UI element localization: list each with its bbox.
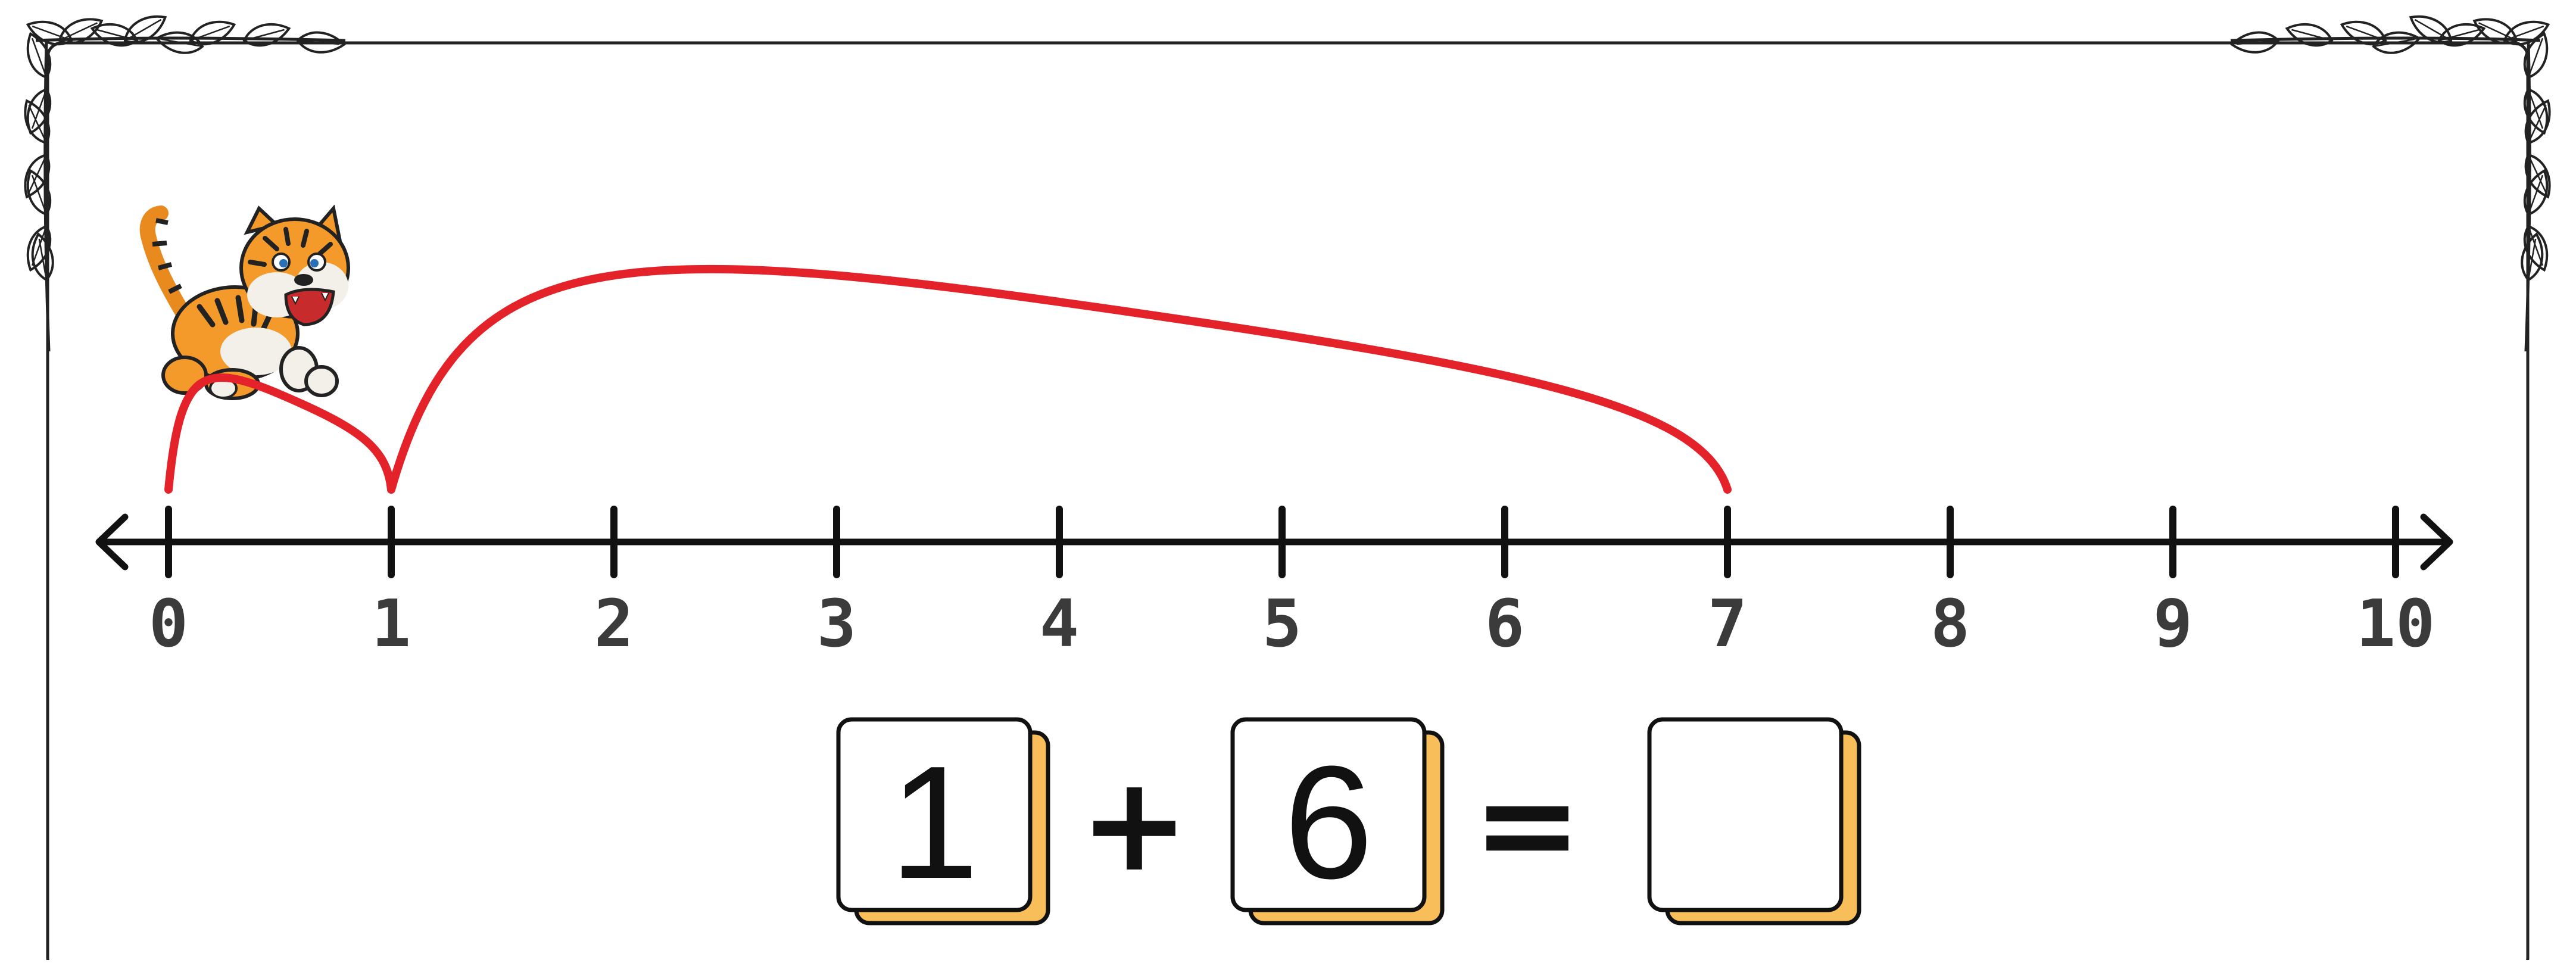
tick-label: 9 — [2153, 585, 2193, 662]
answer-box[interactable] — [1647, 717, 1861, 925]
addend-2-box[interactable]: 6 — [1230, 717, 1445, 925]
tick-label: 10 — [2356, 585, 2435, 662]
tick-label: 5 — [1262, 585, 1302, 662]
addend-1-box[interactable]: 1 — [836, 717, 1050, 925]
equals-sign: = — [1473, 748, 1582, 900]
leaf-vine-icon — [2229, 7, 2553, 58]
leaf-vine-icon — [2517, 29, 2558, 352]
tick-label: 1 — [372, 585, 411, 662]
tick-label: 8 — [1931, 585, 1970, 662]
addend-2-value: 6 — [1284, 733, 1373, 912]
tiger-icon — [139, 204, 350, 400]
tick-label: 3 — [817, 585, 856, 662]
jump-arc — [164, 373, 395, 494]
worksheet-frame — [46, 41, 2530, 963]
tick-label: 2 — [594, 585, 634, 662]
tick-label: 6 — [1485, 585, 1524, 662]
tick-label: 4 — [1040, 585, 1079, 662]
addend-1-value: 1 — [890, 733, 979, 912]
number-line: 0 1 2 3 4 5 6 7 8 9 10 — [95, 506, 2453, 662]
tick-label: 7 — [1708, 585, 1747, 662]
leaf-vine-icon — [17, 29, 58, 352]
jump-arc — [387, 264, 1732, 494]
number-line-left-arrow — [95, 513, 129, 571]
number-line-right-arrow — [2420, 513, 2453, 571]
plus-sign: + — [1080, 748, 1189, 900]
leaf-vine-icon — [23, 7, 347, 58]
equation: 1 + 6 = — [836, 717, 1861, 925]
tick-label: 0 — [149, 585, 188, 662]
